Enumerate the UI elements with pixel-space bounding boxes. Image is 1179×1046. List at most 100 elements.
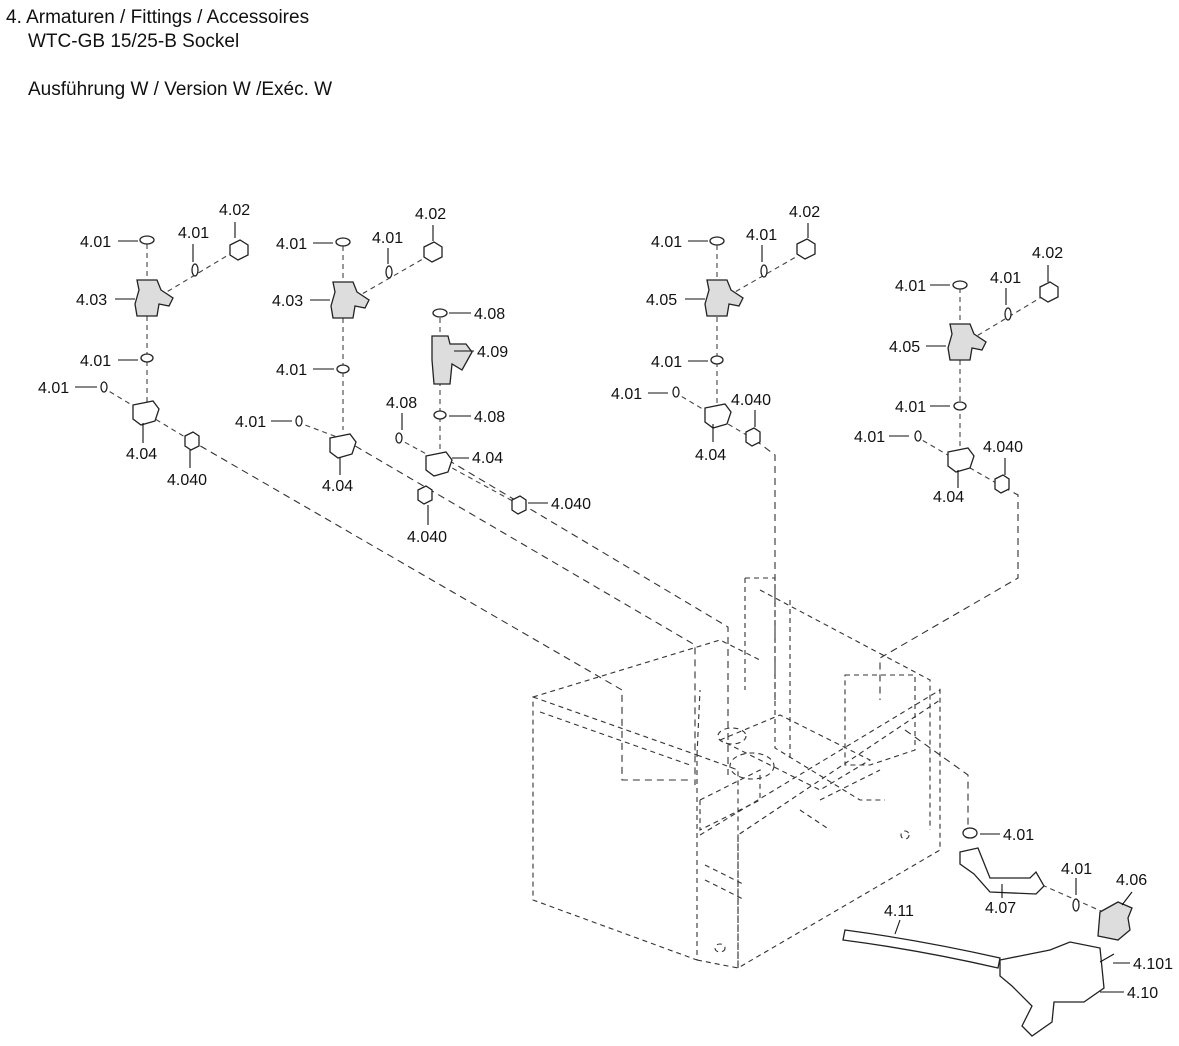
tee-fitting-icon <box>132 400 160 426</box>
label-4.01: 4.01 <box>80 234 111 251</box>
label-4.01: 4.01 <box>895 399 926 416</box>
nut-icon <box>796 238 816 260</box>
label-4.05: 4.05 <box>646 292 677 309</box>
label-4.06: 4.06 <box>1116 872 1147 889</box>
seal-ring-icon <box>952 280 968 290</box>
version-label: Ausführung W / Version W /Exéc. W <box>28 79 333 100</box>
label-4.02: 4.02 <box>1032 245 1063 262</box>
seal-ring-icon <box>672 386 680 398</box>
seal-ring-icon <box>335 237 351 247</box>
label-4.02: 4.02 <box>219 202 250 219</box>
label-4.01: 4.01 <box>80 353 111 370</box>
seal-ring-icon <box>432 308 448 318</box>
seal-ring-icon <box>100 381 108 393</box>
label-4.02: 4.02 <box>415 206 446 223</box>
seal-ring-icon <box>760 264 768 278</box>
bent-pipe-icon <box>959 847 1045 895</box>
nut-icon <box>745 427 761 447</box>
seal-ring-icon <box>1072 898 1080 912</box>
siphon-icon <box>999 941 1105 1037</box>
label-4.11: 4.11 <box>884 903 914 920</box>
filter-valve-icon <box>431 335 473 385</box>
angle-valve-icon <box>947 323 987 361</box>
label-4.04: 4.04 <box>933 489 964 506</box>
label-4.01: 4.01 <box>611 386 642 403</box>
label-4.04: 4.04 <box>126 446 157 463</box>
label-4.07: 4.07 <box>985 900 1016 917</box>
label-4.08: 4.08 <box>474 306 505 323</box>
model-subtitle: WTC-GB 15/25-B Sockel <box>28 31 240 52</box>
nut-icon <box>184 431 200 451</box>
connection-lines <box>189 439 1019 825</box>
label-4.040: 4.040 <box>407 529 447 546</box>
seal-ring-icon <box>395 432 403 444</box>
leader-lines <box>75 222 1133 993</box>
label-4.01: 4.01 <box>276 236 307 253</box>
header: 4. Armaturen / Fittings / Accessoires WT… <box>6 6 332 102</box>
angle-valve-icon <box>134 279 174 317</box>
seal-ring-icon <box>953 401 967 411</box>
label-4.01: 4.01 <box>895 278 926 295</box>
corrugated-hose-icon <box>842 929 1001 969</box>
base-frame <box>532 577 941 969</box>
seal-ring-icon <box>710 355 724 365</box>
tee-fitting-icon <box>329 433 357 459</box>
label-4.01: 4.01 <box>38 380 69 397</box>
label-4.01: 4.01 <box>746 227 777 244</box>
seal-ring-icon <box>336 364 350 374</box>
label-4.05: 4.05 <box>889 339 920 356</box>
seal-ring-icon <box>139 235 155 245</box>
label-4.04: 4.04 <box>472 450 503 467</box>
label-4.03: 4.03 <box>272 293 303 310</box>
label-4.01: 4.01 <box>990 270 1021 287</box>
seal-ring-icon <box>709 236 725 246</box>
nut-icon <box>423 241 443 263</box>
angle-valve-icon <box>704 279 744 317</box>
seal-ring-icon <box>1004 307 1012 321</box>
drain-valve-icon <box>1097 901 1133 941</box>
label-4.040: 4.040 <box>983 439 1023 456</box>
label-4.01: 4.01 <box>178 225 209 242</box>
nut-icon <box>511 495 527 515</box>
seal-ring-icon <box>295 415 303 427</box>
parts <box>100 235 1133 1037</box>
nut-icon <box>229 239 249 261</box>
angle-valve-icon <box>330 281 370 319</box>
tee-fitting-icon <box>704 403 732 429</box>
tee-fitting-icon <box>425 451 453 477</box>
label-4.01: 4.01 <box>1061 861 1092 878</box>
label-4.01: 4.01 <box>854 429 885 446</box>
label-4.01: 4.01 <box>276 362 307 379</box>
nut-icon <box>994 474 1010 494</box>
label-4.01: 4.01 <box>651 354 682 371</box>
seal-ring-icon <box>962 827 978 839</box>
part-labels: 4.01 4.01 4.02 4.03 4.01 4.01 4.04 4.040… <box>38 202 1173 1002</box>
label-4.01: 4.01 <box>651 234 682 251</box>
label-4.040: 4.040 <box>731 392 771 409</box>
label-4.08: 4.08 <box>474 409 505 426</box>
label-4.01: 4.01 <box>1003 827 1034 844</box>
label-4.040: 4.040 <box>551 496 591 513</box>
label-4.04: 4.04 <box>322 478 353 495</box>
seal-ring-icon <box>140 353 154 363</box>
label-4.10: 4.10 <box>1127 985 1158 1002</box>
label-4.03: 4.03 <box>76 292 107 309</box>
label-4.01: 4.01 <box>372 230 403 247</box>
nut-icon <box>1039 281 1059 303</box>
label-4.101: 4.101 <box>1133 956 1173 973</box>
seal-ring-icon <box>433 410 447 420</box>
label-4.040: 4.040 <box>167 472 207 489</box>
label-4.09: 4.09 <box>477 344 508 361</box>
label-4.01: 4.01 <box>235 414 266 431</box>
label-4.08: 4.08 <box>386 395 417 412</box>
seal-ring-icon <box>385 265 393 279</box>
tee-fitting-icon <box>947 447 975 473</box>
screw-icon <box>1099 953 1115 963</box>
label-4.02: 4.02 <box>789 204 820 221</box>
seal-ring-icon <box>191 263 199 277</box>
label-4.04: 4.04 <box>695 447 726 464</box>
page-title: 4. Armaturen / Fittings / Accessoires <box>6 7 310 28</box>
nut-icon <box>417 485 433 505</box>
seal-ring-icon <box>914 430 922 442</box>
